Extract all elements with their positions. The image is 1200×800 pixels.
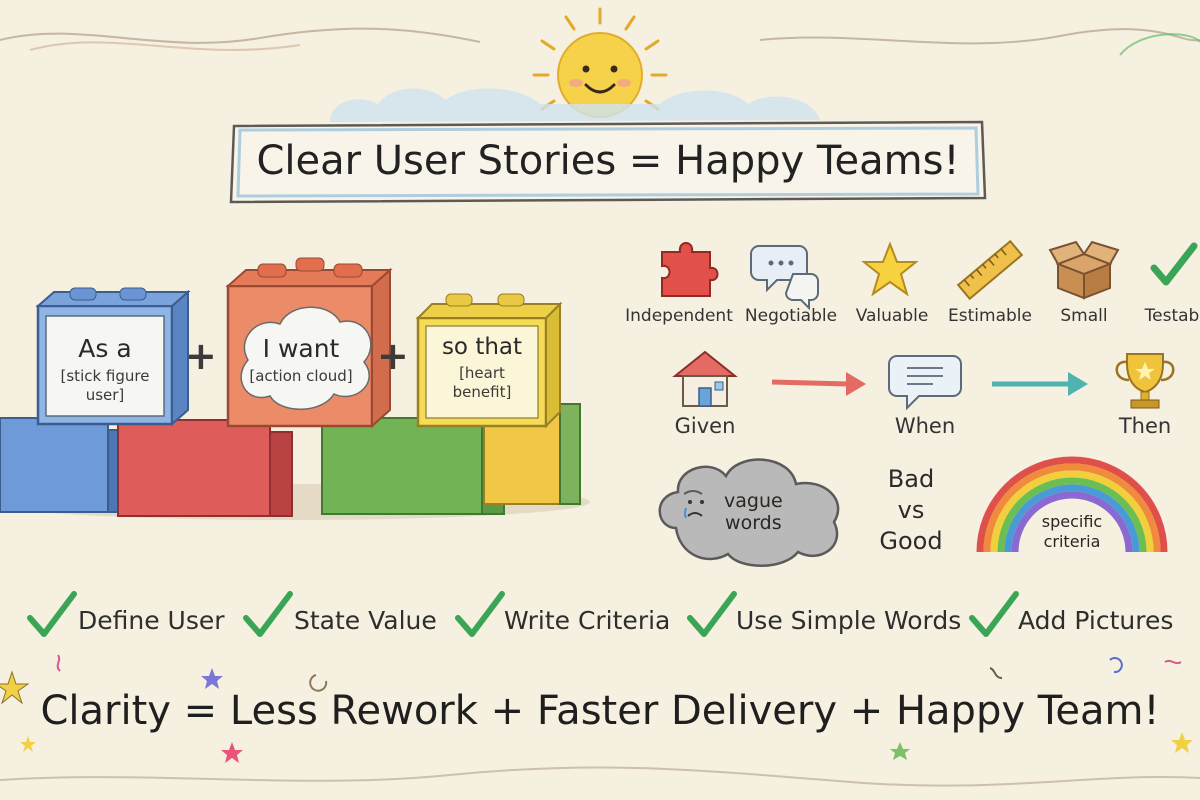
so-that-sublabel: [heart benefit] xyxy=(452,364,512,401)
check-icon xyxy=(243,591,293,637)
star-doodle xyxy=(890,742,910,760)
arrow-given-to-when xyxy=(771,372,866,396)
puzzle-piece-icon xyxy=(661,242,719,297)
checklist-item-use-simple-words: Use Simple Words xyxy=(736,606,962,635)
flow-label-then: Then xyxy=(1118,414,1172,438)
checkmark-icon xyxy=(1150,242,1198,286)
ruler-icon xyxy=(956,239,1024,301)
title-banner: Clear User Stories = Happy Teams! xyxy=(228,118,988,204)
plus-sign: + xyxy=(185,334,217,378)
bad-label-line2: words xyxy=(725,512,782,534)
flow-label-when: When xyxy=(894,414,956,438)
checklist-item-state-value: State Value xyxy=(294,606,437,635)
invest-label-small: Small xyxy=(1060,306,1108,326)
as-a-label: As a xyxy=(78,334,132,363)
good-label-line2: criteria xyxy=(1043,532,1101,551)
bad-vs-good-label: Bad vs Good xyxy=(866,464,956,557)
check-icon xyxy=(687,591,737,637)
bottom-slogan: Clarity = Less Rework + Faster Delivery … xyxy=(40,688,1160,734)
invest-label-negotiable: Negotiable xyxy=(744,306,838,326)
star-doodle xyxy=(20,736,36,752)
as-a-block xyxy=(35,287,191,427)
bad-label: vague words xyxy=(724,490,783,534)
good-word: Good xyxy=(879,527,943,555)
plus-sign: + xyxy=(377,334,409,378)
i-want-block xyxy=(225,257,393,429)
flow-label-given: Given xyxy=(674,414,736,438)
invest-label-estimable: Estimable xyxy=(948,306,1032,326)
check-icon xyxy=(455,591,505,637)
good-label: specific criteria xyxy=(1032,512,1112,552)
star-icon xyxy=(861,241,919,297)
invest-label-testable: Testab xyxy=(1144,306,1200,326)
star-doodle xyxy=(221,742,243,763)
checklist-item-define-user: Define User xyxy=(78,606,225,635)
invest-label-valuable: Valuable xyxy=(855,306,929,326)
speech-bubbles-icon xyxy=(750,245,819,311)
bad-label-line1: vague xyxy=(724,490,783,512)
bad-word: Bad xyxy=(887,465,935,493)
i-want-sublabel: [action cloud] xyxy=(249,367,353,385)
check-icon xyxy=(969,591,1019,637)
speech-bubble-icon xyxy=(888,355,962,411)
checklist-item-add-pictures: Add Pictures xyxy=(1018,606,1174,635)
star-doodle xyxy=(1171,732,1193,753)
as-a-label-group: As a [stick figure user] xyxy=(40,334,170,405)
house-icon xyxy=(672,350,738,407)
trophy-icon xyxy=(1115,353,1175,409)
i-want-label-group: I want [action cloud] xyxy=(236,334,366,386)
so-that-label: so that xyxy=(441,334,523,360)
invest-label-independent: Independent xyxy=(625,306,733,326)
as-a-sublabel: [stick figure user] xyxy=(60,367,150,404)
page-title: Clear User Stories = Happy Teams! xyxy=(256,138,960,184)
yellow-bottom-block xyxy=(483,403,581,505)
checklist-item-write-criteria: Write Criteria xyxy=(504,606,671,635)
vs-word: vs xyxy=(897,496,925,524)
so-that-label-group: so that [heart benefit] xyxy=(418,334,546,402)
storm-cloud-icon xyxy=(658,458,840,567)
rainbow-icon xyxy=(976,456,1168,553)
i-want-label: I want xyxy=(262,334,340,363)
check-icon xyxy=(27,591,77,637)
good-label-line1: specific xyxy=(1041,512,1103,531)
arrow-when-to-then xyxy=(992,372,1088,396)
star-doodle xyxy=(0,670,30,705)
star-doodle xyxy=(201,668,223,689)
so-that-block xyxy=(415,293,563,429)
box-icon xyxy=(1048,240,1120,300)
